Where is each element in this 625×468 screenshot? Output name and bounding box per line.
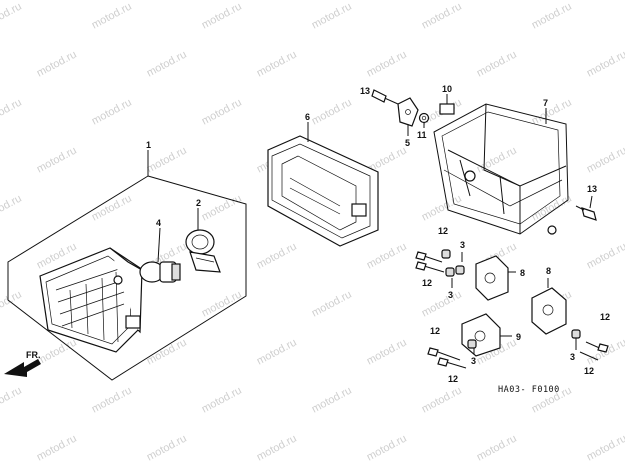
nut-part: [418, 112, 430, 128]
bracket-upper-left: [475, 255, 516, 301]
label-part-3-a: 3: [460, 240, 465, 250]
bolt-right: [575, 195, 597, 221]
front-direction-arrow: [4, 359, 41, 377]
label-piece: [439, 94, 455, 115]
label-part-8-a: 8: [520, 268, 525, 278]
diagram-code: HA03- F0100: [498, 385, 560, 395]
label-part-10: 10: [442, 84, 452, 94]
label-part-11: 11: [417, 130, 427, 140]
clamp-part: [371, 89, 419, 136]
label-part-12-b: 12: [422, 278, 432, 288]
socket-part: [185, 208, 221, 273]
spacers: [441, 249, 581, 354]
label-part-13-top: 13: [360, 86, 370, 96]
label-part-12-c: 12: [430, 326, 440, 336]
label-part-9: 9: [516, 332, 521, 342]
label-part-5: 5: [405, 138, 410, 148]
headlight-case: [267, 122, 379, 247]
label-part-3-b: 3: [448, 290, 453, 300]
label-part-12-f: 12: [584, 366, 594, 376]
label-part-2: 2: [196, 198, 201, 208]
label-part-4: 4: [156, 218, 161, 228]
label-part-6: 6: [305, 112, 310, 122]
bolts: [415, 251, 609, 369]
label-part-1: 1: [146, 140, 151, 150]
label-part-3-d: 3: [570, 352, 575, 362]
bracket-right: [531, 278, 567, 335]
part-labels: 1 2 4 6 7 13 5 11 10 13 12 3 8 8 12 3 12…: [26, 84, 610, 395]
guard-frame: [433, 103, 569, 235]
headlight-unit: [39, 247, 143, 353]
label-part-7: 7: [543, 98, 548, 108]
label-part-12-d: 12: [448, 374, 458, 384]
label-part-12-e: 12: [600, 312, 610, 322]
label-direction: FR.: [26, 350, 41, 360]
label-part-8-b: 8: [546, 266, 551, 276]
label-part-12-a: 12: [438, 226, 448, 236]
bulb-part: [139, 227, 181, 283]
label-part-3-c: 3: [471, 356, 476, 366]
headlight-assembly-box: [7, 150, 247, 381]
label-part-13-right: 13: [587, 184, 597, 194]
bracket-lower: [461, 313, 512, 357]
